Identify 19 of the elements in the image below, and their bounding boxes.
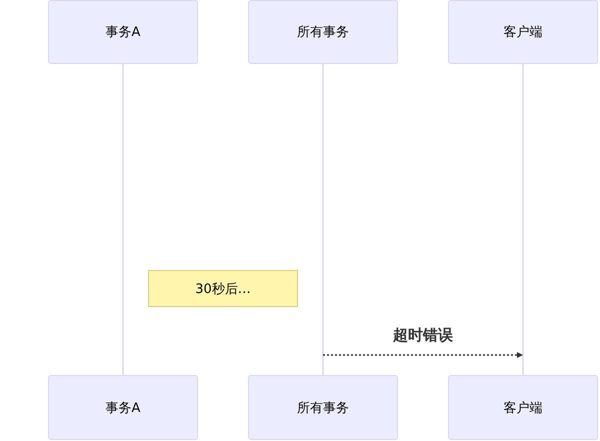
note-box xyxy=(148,270,298,307)
lifeline xyxy=(122,64,124,375)
participant-box xyxy=(48,0,198,64)
participant-box xyxy=(48,375,198,440)
participant-name: 事务A xyxy=(106,24,140,41)
participant-name: 客户端 xyxy=(504,400,542,416)
lifeline xyxy=(322,64,324,375)
participant-name: 所有事务 xyxy=(297,24,349,41)
participant-box xyxy=(448,375,598,440)
participant-name: 事务A xyxy=(106,400,140,416)
note-text: 30秒后… xyxy=(195,280,251,298)
participant-name: 客户端 xyxy=(504,24,542,41)
participant-box xyxy=(448,0,598,64)
edge-label: 超时错误 xyxy=(391,326,455,345)
message-arrow xyxy=(323,352,523,358)
participant-name: 所有事务 xyxy=(297,400,349,416)
participant-box xyxy=(248,0,398,64)
lifeline xyxy=(522,64,524,375)
participant-box xyxy=(248,375,398,440)
